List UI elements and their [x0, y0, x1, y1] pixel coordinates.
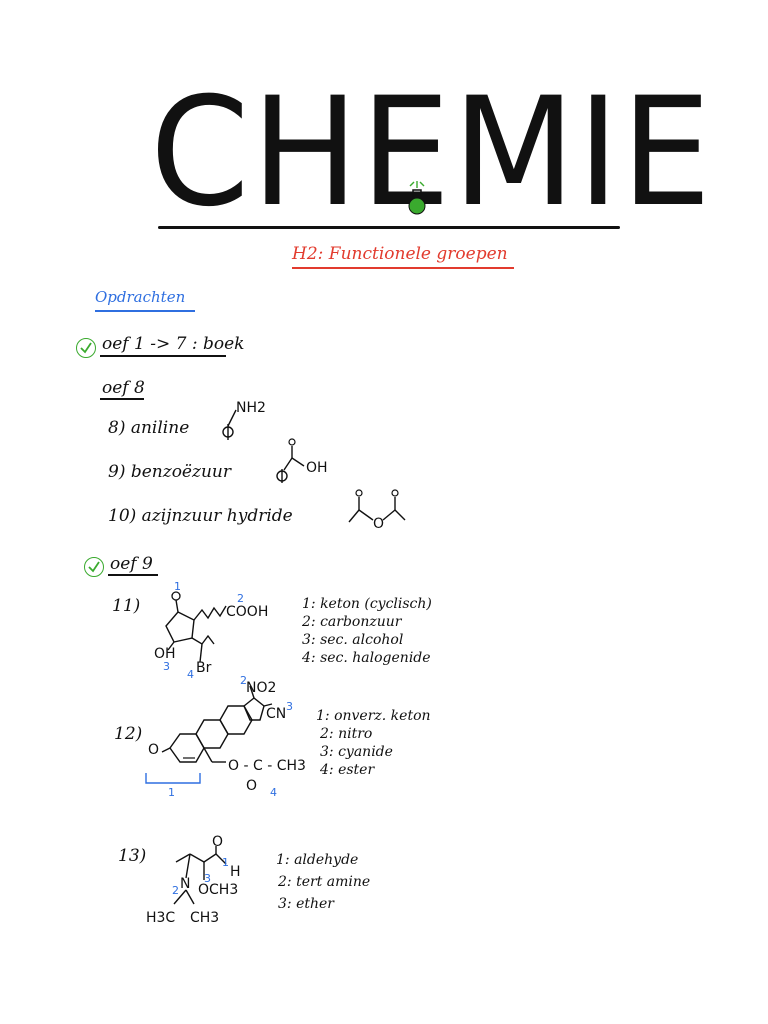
ex-13-label-2: 2: [172, 884, 179, 897]
checkmark-icon: [84, 557, 104, 577]
ex-12-answer-4: 4: ester: [320, 762, 375, 778]
ex-13-answer-3: 3: ether: [278, 896, 334, 912]
benzoic-acid-structure: [270, 438, 330, 488]
ex-13-label-3: 3: [204, 872, 211, 885]
ex-12-o-ketone: O: [148, 742, 160, 758]
flask-icon: [402, 180, 432, 216]
ex-13-n: N: [180, 876, 191, 892]
ex-11-label-1: 1: [174, 580, 181, 593]
ex-13-answer-2: 2: tert amine: [278, 874, 371, 890]
ex-13-ch3: CH3: [190, 910, 220, 926]
ex-11-answer-2: 2: carbonzuur: [302, 614, 402, 630]
ex-11-label-2: 2: [237, 592, 244, 605]
ex-11-answer-3: 3: sec. alcohol: [302, 632, 404, 648]
ex-12-cn: CN: [266, 706, 287, 722]
page-title: CHEMIE: [150, 78, 711, 238]
section-heading-underline: [95, 310, 195, 312]
oef-8-item-azijnzuur-hydride: 10) azijnzuur hydride: [108, 506, 293, 526]
ex-12-ester-o: O: [246, 778, 258, 794]
ex-12-label-2: 2: [240, 674, 247, 687]
ex-13-och3: OCH3: [198, 882, 239, 898]
ex-12-label-1: 1: [168, 786, 175, 799]
ex-13-label-1: 1: [222, 856, 229, 869]
ex-12-answer-3: 3: cyanide: [320, 744, 393, 760]
oef-8-underline: [100, 398, 144, 400]
ex-13-h: H: [230, 864, 241, 880]
ex-12-label-4: 4: [270, 786, 277, 799]
oef-9-underline: [108, 574, 158, 576]
anhydride-bridge-o: O: [373, 516, 385, 532]
ex-11-number: 11): [112, 596, 141, 616]
ex-12-ester: O - C - CH3: [228, 758, 306, 774]
oef-8-item-aniline: 8) aniline: [108, 418, 190, 438]
aniline-structure: [218, 398, 278, 444]
benzoic-acid-oh: OH: [306, 460, 328, 476]
oef-8-heading: oef 8: [102, 378, 145, 398]
anhydride-structure: [345, 488, 415, 530]
ex-11-structure: [148, 580, 268, 675]
oef-8-item-benzoezuur: 9) benzoëzuur: [108, 462, 231, 482]
subtitle-underline: [292, 267, 514, 269]
ex-13-structure: [160, 834, 250, 914]
ex-12-number: 12): [114, 724, 143, 744]
subtitle: H2: Functionele groepen: [292, 244, 508, 264]
ex-13-o: O: [212, 834, 224, 850]
ex-11-answer-1: 1: keton (cyclisch): [302, 596, 432, 612]
oef-1-7-label: oef 1 -> 7 : boek: [102, 334, 245, 354]
ex-11-label-4: 4: [187, 668, 194, 681]
ex-13-number: 13): [118, 846, 147, 866]
ex-11-oh: OH: [154, 646, 176, 662]
ex-11-cooh: COOH: [226, 604, 269, 620]
oef-1-7-underline: [100, 355, 226, 357]
section-heading: Opdrachten: [95, 288, 186, 306]
ex-12-bracket: [144, 770, 202, 784]
ex-11-label-3: 3: [163, 660, 170, 673]
ex-11-answer-4: 4: sec. halogenide: [302, 650, 431, 666]
checkmark-icon: [76, 338, 96, 358]
oef-9-heading: oef 9: [110, 554, 153, 574]
ex-12-answer-2: 2: nitro: [320, 726, 373, 742]
ex-13-answer-1: 1: aldehyde: [276, 852, 359, 868]
aniline-formula: NH2: [236, 400, 266, 416]
title-text: CHEMIE: [150, 66, 714, 240]
ex-11-br: Br: [196, 660, 212, 676]
ex-13-h3c: H3C: [146, 910, 176, 926]
ex-12-label-3: 3: [286, 700, 293, 713]
ex-12-answer-1: 1: onverz. keton: [316, 708, 431, 724]
ex-12-steroid-structure: [150, 670, 300, 780]
ex-12-no2: NO2: [246, 680, 277, 696]
title-underline: [158, 226, 620, 229]
